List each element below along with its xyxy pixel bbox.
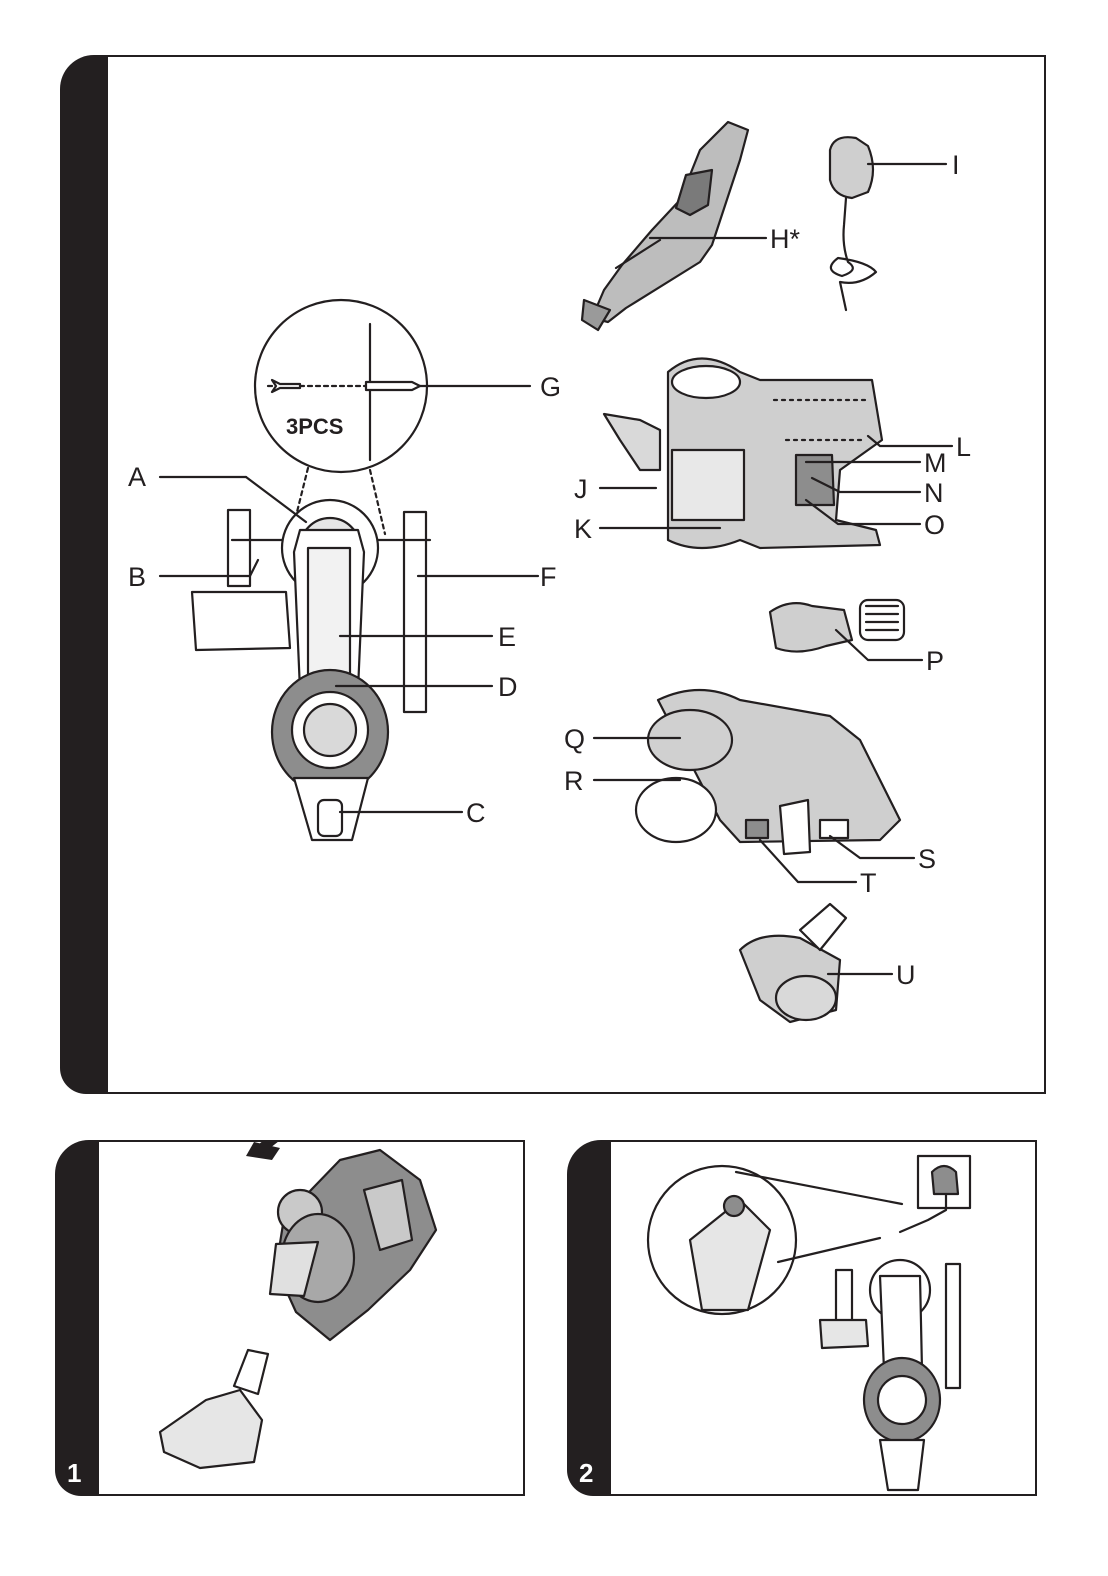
parts-panel: A B C D E F G H* I J K L M N O P Q R S T… bbox=[60, 55, 1046, 1094]
label-b: B bbox=[128, 562, 146, 592]
turbo-brush-illustration bbox=[740, 904, 846, 1022]
label-l: L bbox=[956, 432, 971, 462]
parts-diagram: A B C D E F G H* I J K L M N O P Q R S T… bbox=[60, 55, 1046, 1094]
label-s: S bbox=[918, 844, 936, 874]
label-m: M bbox=[924, 448, 947, 478]
label-u: U bbox=[896, 960, 916, 990]
step1-panel: 1 bbox=[55, 1140, 525, 1496]
screws-magnifier bbox=[255, 300, 427, 472]
label-p: P bbox=[926, 646, 944, 676]
label-e: E bbox=[498, 622, 516, 652]
crevice-tool-illustration bbox=[582, 122, 748, 330]
step2-illustration bbox=[567, 1140, 1037, 1496]
step1-illustration bbox=[55, 1140, 525, 1496]
screws-quantity-label: 3PCS bbox=[286, 414, 343, 439]
step-number: 1 bbox=[67, 1458, 81, 1489]
label-o: O bbox=[924, 510, 945, 540]
label-a: A bbox=[128, 462, 146, 492]
wall-bracket-illustration bbox=[192, 500, 430, 840]
label-r: R bbox=[564, 766, 584, 796]
label-k: K bbox=[574, 514, 592, 544]
label-j: J bbox=[574, 474, 588, 504]
step2-panel: 2 bbox=[567, 1140, 1037, 1496]
label-n: N bbox=[924, 478, 944, 508]
vacuum-underside-illustration bbox=[636, 690, 900, 854]
brush-attachments-illustration bbox=[770, 600, 904, 652]
label-g: G bbox=[540, 372, 561, 402]
label-f: F bbox=[540, 562, 557, 592]
step-number: 2 bbox=[579, 1458, 593, 1489]
label-t: T bbox=[860, 868, 877, 898]
label-i: I bbox=[952, 150, 960, 180]
label-d: D bbox=[498, 672, 518, 702]
label-c: C bbox=[466, 798, 486, 828]
label-h: H* bbox=[770, 224, 800, 254]
label-q: Q bbox=[564, 724, 585, 754]
handheld-vacuum-illustration bbox=[604, 359, 882, 549]
